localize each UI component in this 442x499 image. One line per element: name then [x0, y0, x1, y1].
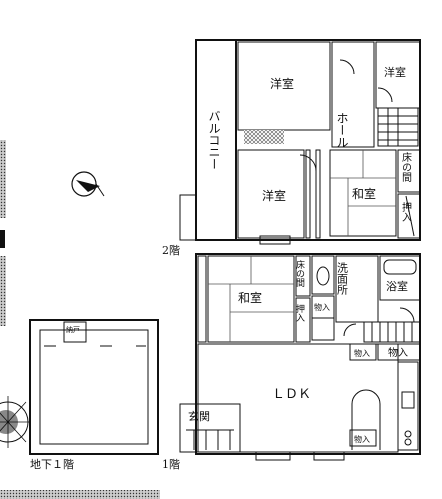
oshiire-2f — [397, 193, 421, 239]
label-oshiire-1f: 押入 — [294, 303, 305, 322]
edge-texture-left-mid — [0, 256, 6, 326]
edge-stamp-left — [0, 396, 30, 448]
label-basement: 地下１階 — [30, 457, 74, 471]
window-1f-b — [313, 451, 345, 461]
monoire-1f-c — [377, 343, 421, 361]
label-oshiire-2f: 押入 — [400, 201, 412, 222]
edge-texture-bottom — [0, 490, 160, 499]
north-arrow-icon — [71, 171, 105, 197]
label-floor-1: 1階 — [162, 457, 180, 471]
floor-2 — [179, 39, 421, 245]
basement — [29, 319, 159, 455]
label-yokushitsu: 浴室 — [386, 279, 408, 293]
tokonoma-2f — [397, 149, 421, 193]
toilet — [311, 255, 335, 295]
kitchen-counter — [397, 361, 419, 451]
balcony-step — [179, 194, 197, 241]
label-washitsu-2f: 和室 — [352, 186, 376, 201]
kitchen-sink — [401, 391, 415, 409]
room-yoshitsu-2 — [237, 149, 305, 239]
label-yoshitsu-3: 洋室 — [384, 65, 406, 79]
label-tokonoma-1f: 床の間 — [294, 259, 305, 288]
edge-texture-left-top — [0, 140, 6, 218]
basement-outline — [29, 319, 159, 455]
washbasin-unit — [311, 317, 335, 341]
stairs-1f — [363, 321, 421, 343]
monoire-1f-d — [349, 429, 377, 447]
tokonoma-1f — [295, 255, 311, 297]
genkan — [179, 403, 241, 453]
closet-2f-hatch — [244, 130, 284, 144]
label-tokonoma-2f: 床の間 — [400, 151, 412, 183]
bathtub — [383, 259, 417, 275]
label-yoshitsu-2: 洋室 — [262, 188, 286, 203]
label-nando: 納戸 — [66, 325, 80, 334]
label-washitsu-1f: 和室 — [238, 290, 262, 305]
window-2f — [259, 235, 291, 245]
label-monoire-1: 物入 — [314, 302, 330, 312]
label-hall: ホール — [335, 112, 349, 148]
window-1f-a — [255, 451, 291, 461]
label-yoshitsu-1: 洋室 — [270, 76, 294, 91]
toilet-bowl — [316, 266, 330, 286]
island-counter — [351, 389, 381, 450]
nando — [63, 321, 87, 343]
label-genkan: 玄関 — [188, 409, 210, 423]
label-balcony: バルコニー — [207, 110, 221, 170]
label-senmenjo: 洗面所 — [336, 262, 349, 296]
senmenjo — [335, 255, 379, 323]
edge-mark-left — [0, 230, 5, 248]
oshiire-1f — [295, 297, 311, 343]
yokushitsu — [379, 255, 421, 301]
label-monoire-3: 物入 — [388, 346, 408, 359]
label-monoire-4: 物入 — [354, 434, 370, 444]
hall — [331, 41, 375, 148]
label-monoire-2: 物入 — [354, 348, 370, 358]
stairs-2f — [377, 107, 419, 147]
label-floor-2: 2階 — [162, 243, 180, 257]
label-ldk: ＬＤＫ — [272, 387, 311, 402]
floor-1 — [179, 253, 421, 461]
